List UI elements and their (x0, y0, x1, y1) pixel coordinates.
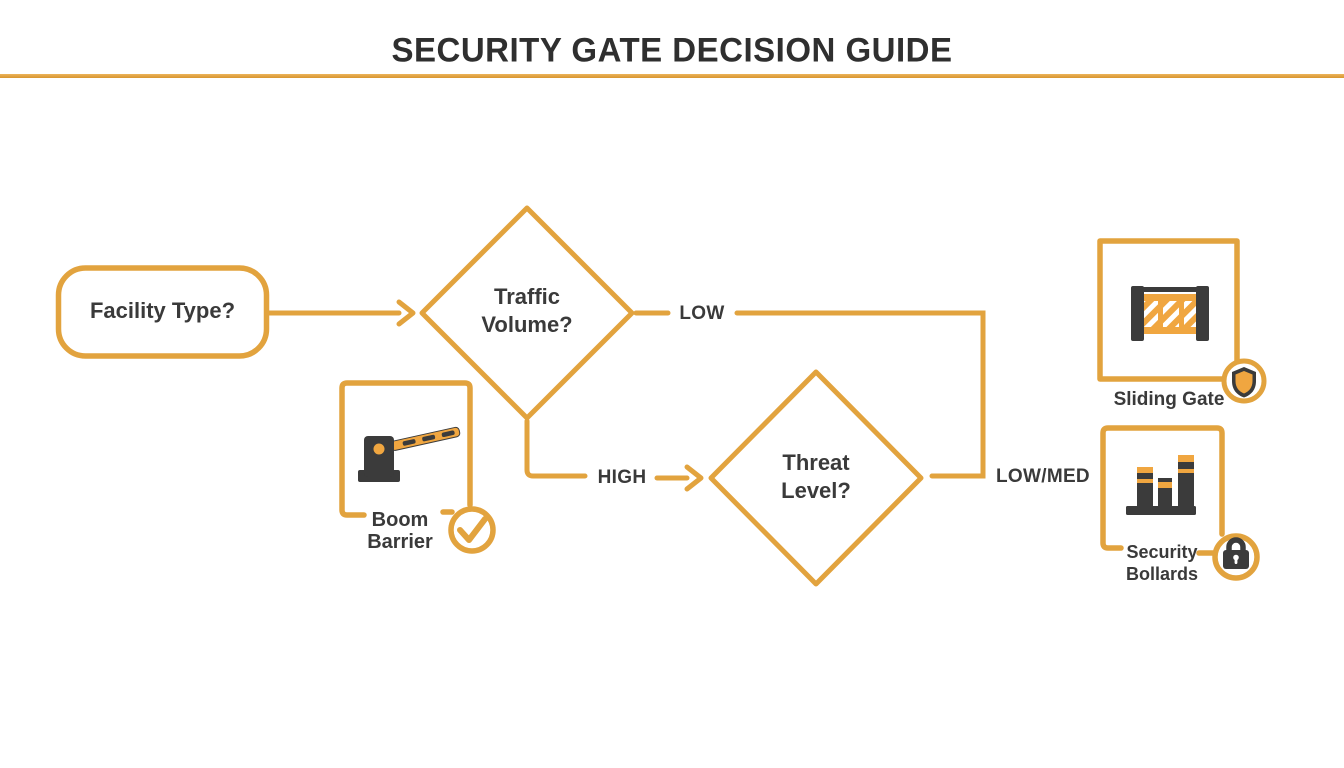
edge-high-path (524, 418, 704, 492)
page-title: SECURITY GATE DECISION GUIDE (391, 30, 953, 69)
check-icon (448, 506, 496, 554)
threat-level-line2: Level? (781, 478, 851, 503)
traffic-volume-node (419, 205, 635, 421)
boom-barrier-line2: Barrier (367, 531, 433, 553)
traffic-volume-line2: Volume? (481, 312, 573, 337)
traffic-volume-label: Traffic Volume? (437, 283, 617, 339)
sliding-gate-icon (1131, 286, 1209, 341)
arrow-facility-to-traffic (265, 299, 416, 327)
sliding-gate-label: Sliding Gate (1113, 389, 1225, 410)
edge-label-high: HIGH (597, 467, 647, 488)
boom-barrier-frame (339, 380, 473, 518)
threat-level-label: Threat Level? (726, 449, 906, 505)
security-bollards-frame (1100, 425, 1225, 556)
security-bollards-label: Security Bollards (1114, 541, 1210, 585)
security-bollards-line1: Security (1126, 542, 1198, 562)
facility-type-text: Facility Type? (89, 298, 236, 323)
boom-barrier-label: Boom Barrier (352, 509, 448, 553)
threat-level-node (708, 369, 924, 587)
security-bollards-line2: Bollards (1125, 564, 1199, 584)
title-underline (0, 74, 1344, 78)
edge-low-path (633, 310, 986, 479)
boom-barrier-icon (358, 426, 461, 482)
arrowhead-icon (684, 464, 704, 492)
arrowhead-icon (396, 299, 416, 327)
facility-type-label: Facility Type? (58, 266, 267, 356)
traffic-volume-line1: Traffic (493, 284, 561, 309)
edge-label-low-med: LOW/MED (996, 466, 1090, 487)
lock-icon (1212, 533, 1260, 581)
threat-level-line1: Threat (782, 450, 850, 475)
edge-label-low: LOW (679, 303, 725, 324)
boom-barrier-line1: Boom (371, 509, 429, 531)
shield-icon (1221, 358, 1267, 404)
security-bollards-icon (1126, 455, 1196, 515)
